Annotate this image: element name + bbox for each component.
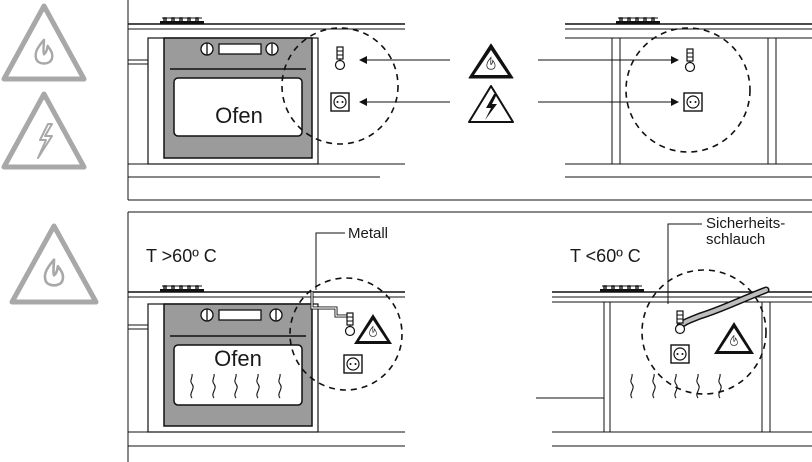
top-right-power-socket-icon xyxy=(683,92,703,112)
bottom-left-callout-label: Metall xyxy=(348,225,388,242)
bottom-right-focus-circle xyxy=(641,269,767,395)
left-electric-warning-icon xyxy=(1,91,87,170)
bottom-left-power-socket-icon xyxy=(343,354,363,374)
top-left-power-socket-icon xyxy=(330,92,350,112)
bottom-left-gas-valve-icon xyxy=(344,312,356,337)
bottom-right-callout-line1: Sicherheits- xyxy=(706,215,785,232)
left-flame-warning-icon xyxy=(1,3,87,82)
top-oven: Ofen xyxy=(163,37,313,159)
bottom-panel: T >60º C Metall Ofen xyxy=(127,211,812,462)
bottom-left-cooktop xyxy=(160,285,204,293)
bottom-right-gas-valve-icon xyxy=(674,310,686,335)
bottom-left-focus-circle xyxy=(289,277,403,391)
bottom-right-temperature: T <60º C xyxy=(570,246,641,266)
bottom-left-flame-warning-icon xyxy=(9,223,99,305)
left-heat-wave-icons xyxy=(190,373,282,399)
top-right-focus-circle xyxy=(625,27,751,153)
right-heat-wave-icons xyxy=(630,373,722,399)
top-right-cooktop xyxy=(616,17,660,25)
bottom-left-callout-line xyxy=(315,232,345,290)
bottom-left-temperature: T >60º C xyxy=(146,246,217,266)
bottom-right-inline-flame-warning-icon xyxy=(714,322,754,354)
top-left-focus-circle xyxy=(281,27,399,145)
bottom-left-inline-flame-warning-icon xyxy=(354,314,392,344)
bottom-oven-label: Ofen xyxy=(214,346,262,371)
top-panel: Ofen xyxy=(127,0,812,201)
top-center-electric-warning-icon xyxy=(468,85,514,123)
bottom-right-cooktop xyxy=(600,285,644,293)
bottom-right-power-socket-icon xyxy=(670,344,690,364)
top-center-flame-warning-icon xyxy=(468,43,514,79)
top-left-cooktop xyxy=(160,17,204,25)
top-left-gas-valve-icon xyxy=(334,46,346,71)
bottom-right-callout-line2: schlauch xyxy=(706,231,765,248)
top-oven-label: Ofen xyxy=(215,103,263,128)
bottom-right-callout-line xyxy=(667,223,702,304)
bottom-oven: Ofen xyxy=(163,303,313,427)
top-right-gas-valve-icon xyxy=(684,48,696,73)
